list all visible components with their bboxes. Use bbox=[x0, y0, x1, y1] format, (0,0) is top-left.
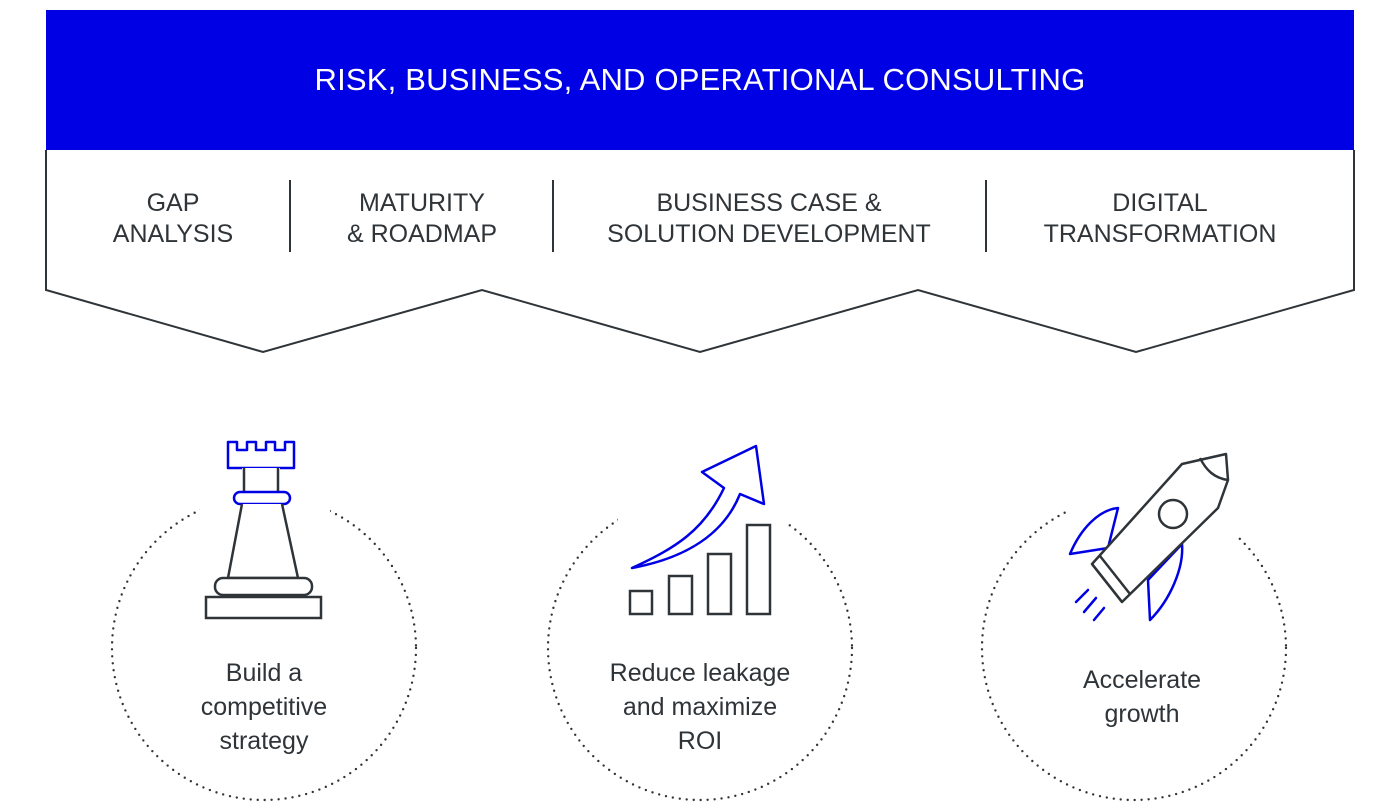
benefit-reduce-leakage: Reduce leakage and maximize ROI bbox=[536, 430, 866, 810]
stage-label-line: DIGITAL bbox=[1112, 189, 1208, 217]
chess-rook-icon bbox=[204, 440, 323, 620]
stage-label-line: SOLUTION DEVELOPMENT bbox=[607, 220, 931, 248]
dotted-circle bbox=[980, 494, 1288, 802]
benefit-graphic bbox=[980, 452, 1288, 802]
title-banner: RISK, BUSINESS, AND OPERATIONAL CONSULTI… bbox=[46, 10, 1354, 150]
banner-title: RISK, BUSINESS, AND OPERATIONAL CONSULTI… bbox=[314, 62, 1086, 97]
stage-business-case: BUSINESS CASE & SOLUTION DEVELOPMENT bbox=[566, 184, 972, 254]
stage-gap-analysis: GAP ANALYSIS bbox=[62, 184, 284, 254]
benefit-label-line: competitive bbox=[200, 693, 328, 721]
process-frame bbox=[45, 150, 1355, 354]
stage-maturity-roadmap: MATURITY & ROADMAP bbox=[300, 184, 544, 254]
stage-divider bbox=[552, 180, 554, 252]
stage-label-line: ANALYSIS bbox=[112, 220, 234, 248]
benefit-label-line: Accelerate bbox=[1082, 666, 1202, 694]
benefit-graphic bbox=[546, 444, 854, 802]
benefit-label: Build a competitive strategy bbox=[144, 656, 384, 758]
stage-label-line: & ROADMAP bbox=[346, 220, 498, 248]
growth-chart-icon bbox=[628, 444, 772, 616]
benefit-competitive-strategy: Build a competitive strategy bbox=[100, 430, 430, 810]
stage-divider bbox=[985, 180, 987, 252]
stage-label-line: BUSINESS CASE & bbox=[656, 189, 882, 217]
benefit-graphic bbox=[110, 440, 418, 802]
stage-label-line: GAP bbox=[146, 189, 200, 217]
benefit-label-line: Build a bbox=[225, 659, 303, 687]
rocket-icon bbox=[1068, 452, 1230, 622]
dotted-circle bbox=[110, 494, 418, 802]
benefit-label-line: Reduce leakage bbox=[609, 659, 791, 687]
dotted-circle bbox=[546, 494, 854, 802]
benefit-label-line: growth bbox=[1104, 700, 1180, 728]
stage-label-line: MATURITY bbox=[359, 189, 485, 217]
stage-divider bbox=[289, 180, 291, 252]
benefit-label: Reduce leakage and maximize ROI bbox=[580, 656, 820, 758]
benefit-label-line: and maximize bbox=[622, 693, 778, 721]
benefit-label-line: ROI bbox=[677, 727, 723, 755]
stage-label-line: TRANSFORMATION bbox=[1043, 220, 1277, 248]
stage-digital-transformation: DIGITAL TRANSFORMATION bbox=[1000, 184, 1320, 254]
benefit-label: Accelerate growth bbox=[1022, 663, 1262, 731]
benefit-label-line: strategy bbox=[219, 727, 309, 755]
benefit-accelerate-growth: Accelerate growth bbox=[970, 430, 1300, 810]
